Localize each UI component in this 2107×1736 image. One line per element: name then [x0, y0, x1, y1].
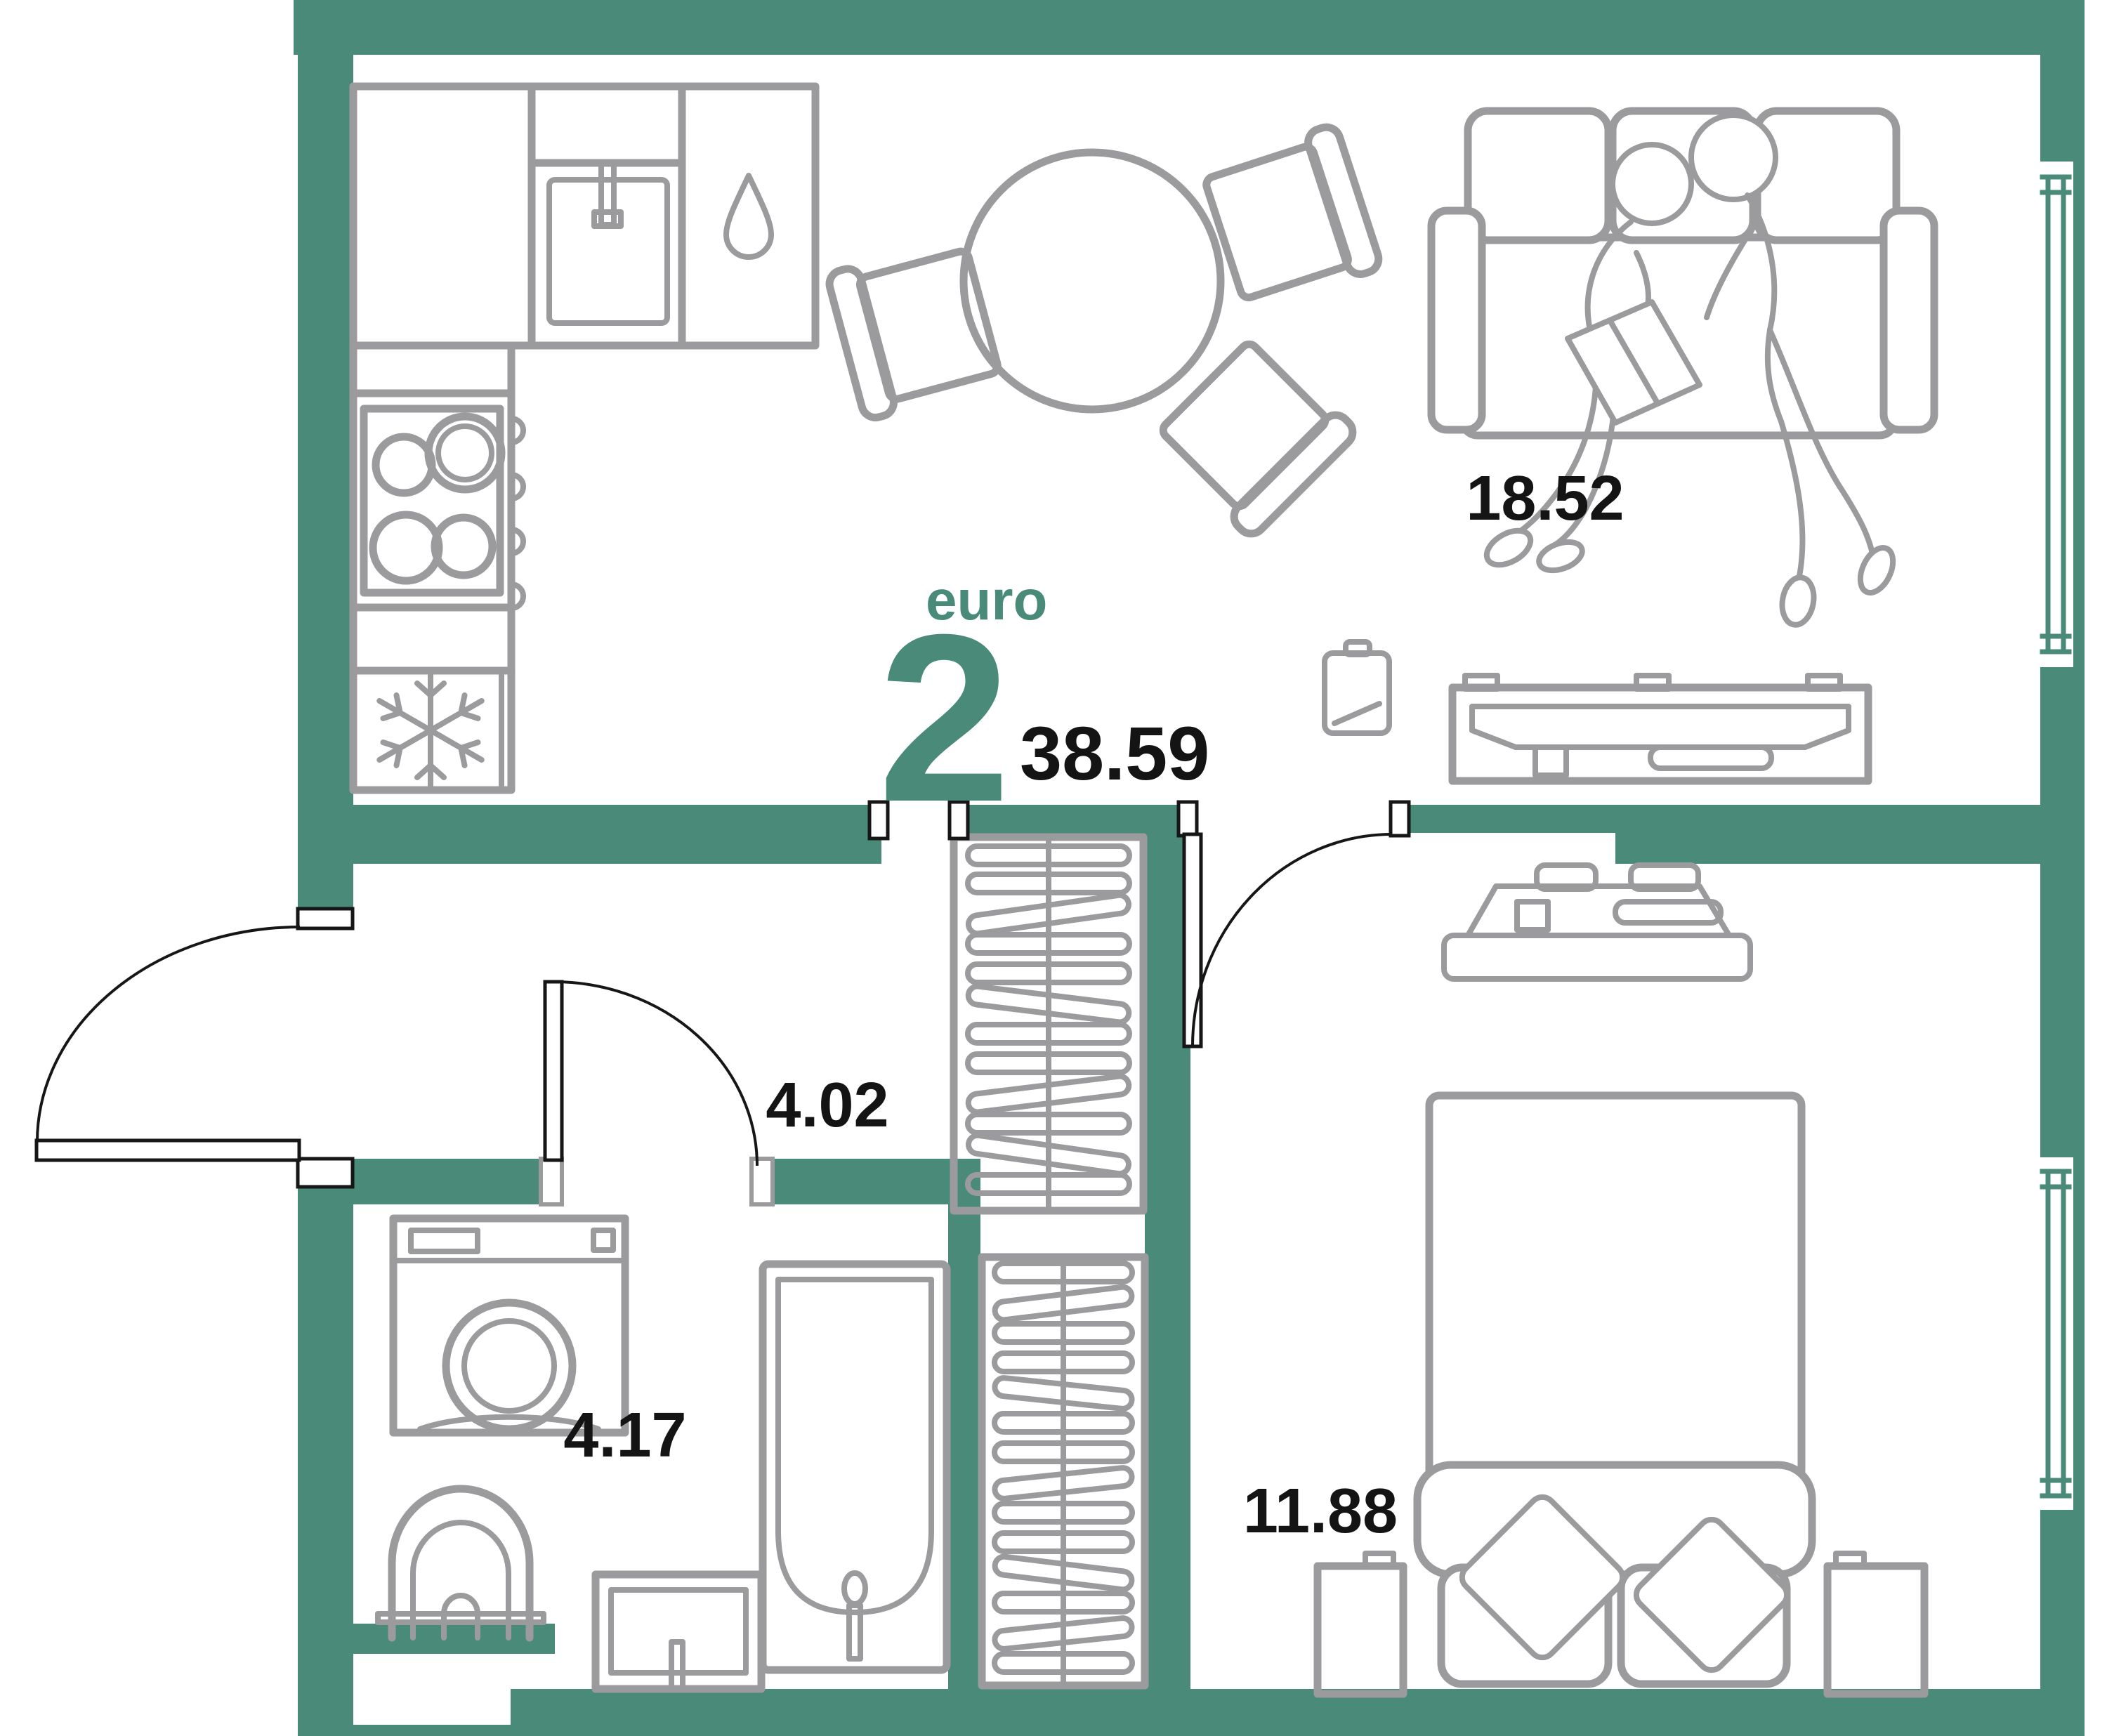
door-jamb [1389, 800, 1411, 838]
wall-right-outer-lip-2 [2073, 1157, 2085, 1510]
wall-bathroom-right [948, 1159, 980, 1689]
walls [294, 0, 2085, 1736]
door-jamb [296, 907, 355, 931]
dining-chair [1151, 332, 1359, 540]
person-foot [1483, 527, 1534, 568]
door-panel [34, 1138, 301, 1162]
water-drop-icon [723, 173, 774, 260]
bathtub [759, 1260, 951, 1674]
wall-top [294, 0, 2085, 55]
person-foot [1779, 574, 1817, 628]
windows [2040, 174, 2072, 1499]
plan-type-label: euro [926, 569, 1047, 631]
media-box [1322, 639, 1392, 736]
fridge [373, 668, 504, 793]
kitchen-counter [349, 82, 820, 794]
room-area-living: 18.52 [1466, 463, 1624, 534]
sofa-armrest [1427, 206, 1486, 434]
sofa-seat [1458, 233, 1899, 440]
wall-right-outer-lip-1 [2073, 162, 2085, 667]
opening-jamb [947, 800, 970, 841]
wall-right-1 [2040, 0, 2085, 162]
wall-bedroom-top-thick [1615, 805, 2040, 864]
wall-left-upper [298, 0, 353, 911]
wall-bathroom-top-left [353, 1159, 541, 1204]
opening-jamb [867, 800, 890, 841]
nightstand-right [1823, 1551, 1929, 1698]
person-head [1688, 112, 1778, 202]
book-icon [1565, 299, 1702, 426]
door-swing-arc [36, 926, 301, 1143]
sofa-armrest [1879, 206, 1938, 434]
wall-bathroom-top-right [773, 1159, 948, 1204]
kitchen-top-counter [349, 82, 820, 350]
wall-bottom [298, 1689, 2085, 1736]
hallway-opening [867, 800, 970, 841]
door-swing-arc [553, 980, 759, 1166]
person-head [1610, 142, 1694, 226]
room-area-hallway: 4.02 [766, 1070, 888, 1140]
wardrobe-lower [978, 1253, 1149, 1690]
vanity-cabinet [591, 1570, 766, 1693]
dining-chair [1200, 124, 1382, 312]
tv-icon [1469, 704, 1851, 750]
door-jamb [1176, 800, 1199, 838]
window-bedroom [2040, 1169, 2072, 1499]
door-jamb [749, 1157, 775, 1206]
snowflake-icon [373, 671, 488, 789]
kitchen-sink [527, 159, 686, 326]
door-panel [1182, 832, 1203, 1048]
accent-pillow [1633, 1516, 1790, 1673]
room-area-bedroom: 11.88 [1243, 1476, 1398, 1546]
dining-table [959, 148, 1225, 414]
person-foot [1857, 545, 1896, 596]
tub-faucet [841, 1570, 868, 1607]
tv-console [1448, 673, 1872, 785]
wall-bedroom-top-thin [1409, 805, 1619, 833]
total-area-label: 38.59 [1020, 711, 1209, 796]
bed-mattress [1425, 1091, 1806, 1485]
accent-pillow [1459, 1494, 1626, 1661]
toilet-pedestal-wall [353, 1624, 555, 1654]
door-panel [543, 980, 564, 1162]
washing-machine [389, 1214, 629, 1437]
bedroom-door [1176, 800, 1411, 1048]
faucet-icon [598, 160, 617, 228]
wall-hallway-top [353, 805, 881, 864]
person-foot [1536, 539, 1585, 574]
wall-left-lower [298, 1187, 353, 1736]
door-jamb [296, 1157, 355, 1189]
wardrobe-upper [950, 833, 1148, 1215]
door-jamb [539, 1157, 564, 1206]
bed [1413, 1091, 1816, 1688]
door-swing-arc [1191, 833, 1393, 1047]
rooms-count-label: 2 [878, 585, 1011, 852]
window-living [2040, 174, 2072, 655]
toilet [375, 1485, 546, 1642]
wall-right-3 [2040, 1510, 2085, 1736]
nightstand-left [1313, 1551, 1407, 1698]
wall-right-2 [2040, 667, 2085, 1157]
stove-icon [360, 405, 504, 597]
bathroom-door [539, 980, 775, 1206]
people-reading [1483, 112, 1896, 628]
dining-set [827, 124, 1382, 539]
entrance-door [34, 907, 355, 1189]
stove [360, 405, 526, 611]
room-area-bathroom: 4.17 [563, 1400, 686, 1471]
bedroom-dresser-tv [1441, 862, 1753, 982]
